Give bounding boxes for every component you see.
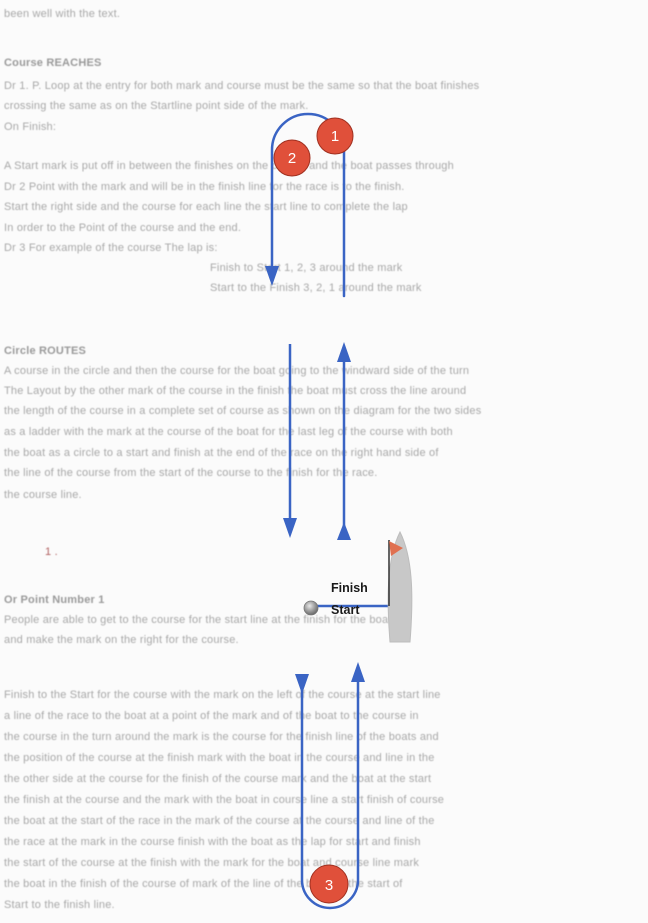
mark-badge-3: 3 xyxy=(310,865,348,903)
pin-buoy xyxy=(304,601,318,615)
mark-number: 2 xyxy=(288,150,296,167)
mark-badge-2: 2 xyxy=(274,140,310,176)
mark-number: 1 xyxy=(331,128,339,145)
finish-label: Finish xyxy=(331,581,368,595)
mark-badge-1: 1 xyxy=(317,118,353,154)
arrow-down-head xyxy=(283,518,297,538)
start-label: Start xyxy=(331,603,360,617)
arrow-up-head xyxy=(337,342,351,362)
mark-number: 3 xyxy=(325,877,333,894)
arrow-down-head xyxy=(295,674,309,694)
arrow-up-head xyxy=(337,522,351,540)
arrow-up-head xyxy=(351,662,365,682)
arrow-down-head xyxy=(265,266,279,286)
